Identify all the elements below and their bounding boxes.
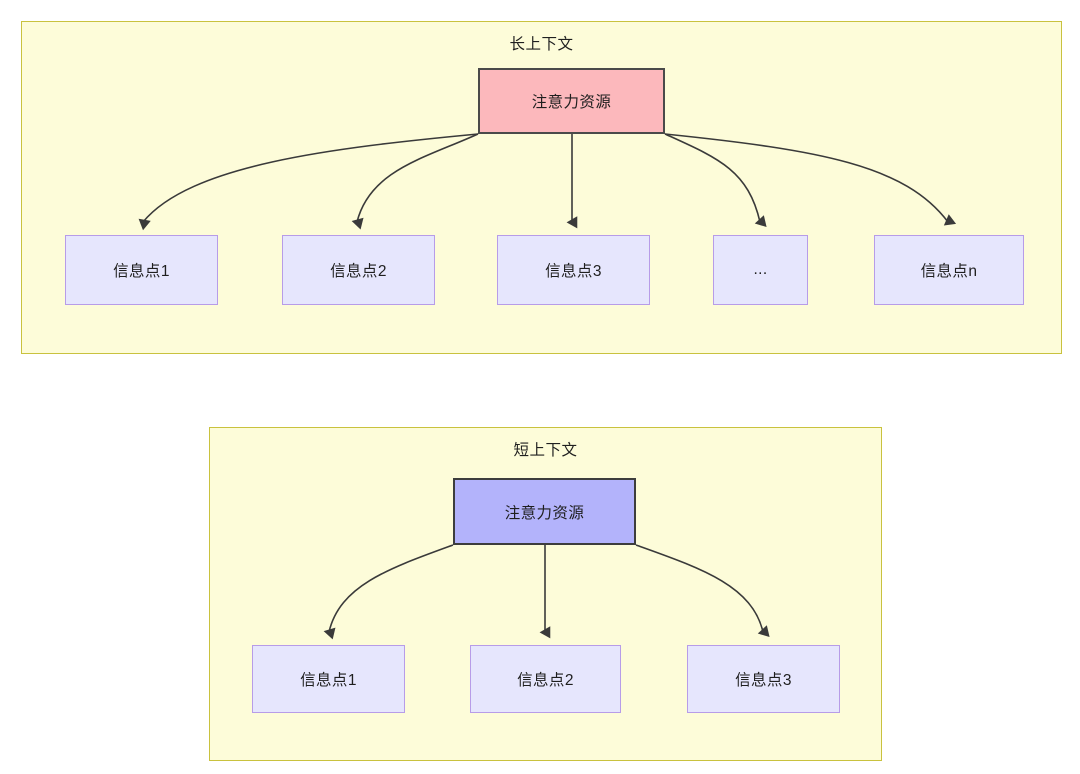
node-long-leaf-3-label: 信息点3 xyxy=(545,263,602,280)
panel-short-context-title: 短上下文 xyxy=(513,442,578,459)
node-short-leaf-1[interactable]: 信息点1 xyxy=(252,645,405,713)
node-short-leaf-1-label: 信息点1 xyxy=(300,672,357,689)
node-short-leaf-2-label: 信息点2 xyxy=(517,672,574,689)
node-short-leaf-3[interactable]: 信息点3 xyxy=(687,645,840,713)
node-long-leaf-ellipsis[interactable]: ... xyxy=(713,235,808,305)
node-long-leaf-2[interactable]: 信息点2 xyxy=(282,235,435,305)
node-long-leaf-1[interactable]: 信息点1 xyxy=(65,235,218,305)
node-hub-long-context-label: 注意力资源 xyxy=(531,94,612,111)
node-short-leaf-2[interactable]: 信息点2 xyxy=(470,645,621,713)
node-long-leaf-2-label: 信息点2 xyxy=(330,263,387,280)
node-long-leaf-3[interactable]: 信息点3 xyxy=(497,235,650,305)
node-long-leaf-1-label: 信息点1 xyxy=(113,263,170,280)
node-long-leaf-n[interactable]: 信息点n xyxy=(874,235,1024,305)
node-long-leaf-ellipsis-label: ... xyxy=(753,261,768,278)
node-long-leaf-n-label: 信息点n xyxy=(920,263,978,280)
panel-long-context-title: 长上下文 xyxy=(509,36,574,53)
node-short-leaf-3-label: 信息点3 xyxy=(735,672,792,689)
node-hub-short-context[interactable]: 注意力资源 xyxy=(453,478,636,545)
node-hub-long-context[interactable]: 注意力资源 xyxy=(478,68,665,134)
node-hub-short-context-label: 注意力资源 xyxy=(504,504,585,522)
